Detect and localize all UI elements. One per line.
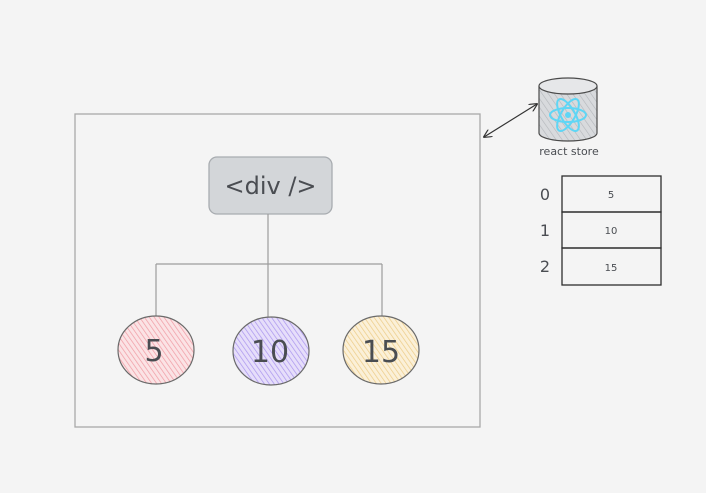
table-value: 10 bbox=[605, 226, 618, 237]
table-value: 5 bbox=[608, 190, 614, 201]
table-index: 2 bbox=[540, 257, 550, 276]
child-node-label: 5 bbox=[144, 334, 163, 369]
child-node-label: 10 bbox=[251, 335, 289, 370]
child-node-2: 10 bbox=[232, 316, 310, 386]
root-node bbox=[208, 156, 333, 215]
table-index: 0 bbox=[540, 185, 550, 204]
store-label: react store bbox=[539, 145, 599, 158]
sync-arrow bbox=[484, 104, 537, 137]
child-node-3: 15 bbox=[342, 315, 420, 385]
table-index: 1 bbox=[540, 221, 550, 240]
react-store bbox=[538, 77, 598, 142]
root-node-label: <div /> bbox=[224, 172, 316, 200]
child-node-label: 15 bbox=[362, 335, 400, 370]
app-container bbox=[74, 113, 481, 428]
child-node-1: 5 bbox=[117, 315, 195, 385]
store-table bbox=[561, 175, 662, 286]
table-value: 15 bbox=[605, 263, 618, 274]
react-atom-icon bbox=[549, 98, 587, 132]
tree-connectors bbox=[155, 214, 383, 321]
